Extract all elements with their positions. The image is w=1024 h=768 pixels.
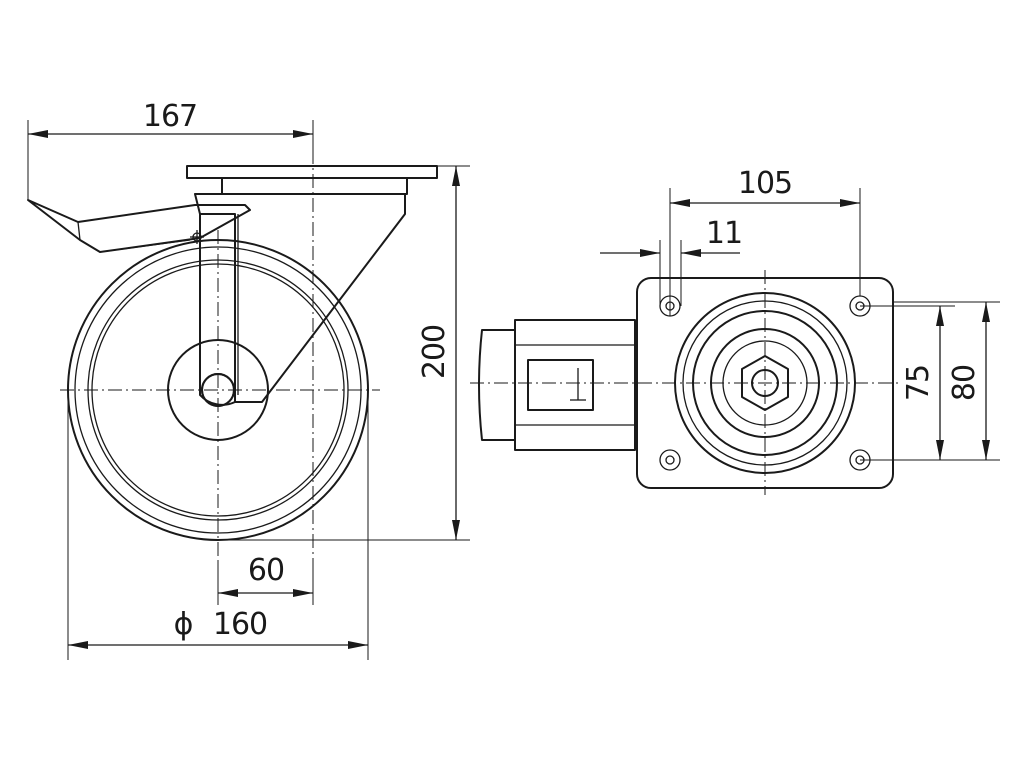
side-view [27,150,438,560]
dimension-label-160: 160 [213,607,267,642]
brake-pedal [27,199,251,253]
dimension-label-11: 11 [706,216,742,251]
dimension-plate-height: 80 [893,301,1000,461]
dimension-bolt-hole: 11 [600,216,743,306]
swivel-fork [186,165,438,407]
bolt-hole-bottom-left [659,449,681,471]
dimension-hole-spacing: 75 [860,305,955,461]
dimension-label-80: 80 [947,365,982,401]
brake-housing [478,319,636,451]
dimension-label-167: 167 [143,99,197,134]
dimension-total-height: 200 [220,165,470,541]
dimension-overall-length: 167 [27,99,314,200]
dimension-offset: 60 [217,553,314,605]
dimension-wheel-diameter: ϕ 160 [67,390,369,660]
dimension-label-75: 75 [901,365,936,401]
diameter-symbol: ϕ [174,607,193,642]
dimension-label-105: 105 [738,166,792,201]
top-view [470,270,900,495]
dimension-label-200: 200 [417,325,452,379]
dimension-plate-width: 105 [669,166,861,316]
dimension-label-60: 60 [248,553,284,588]
